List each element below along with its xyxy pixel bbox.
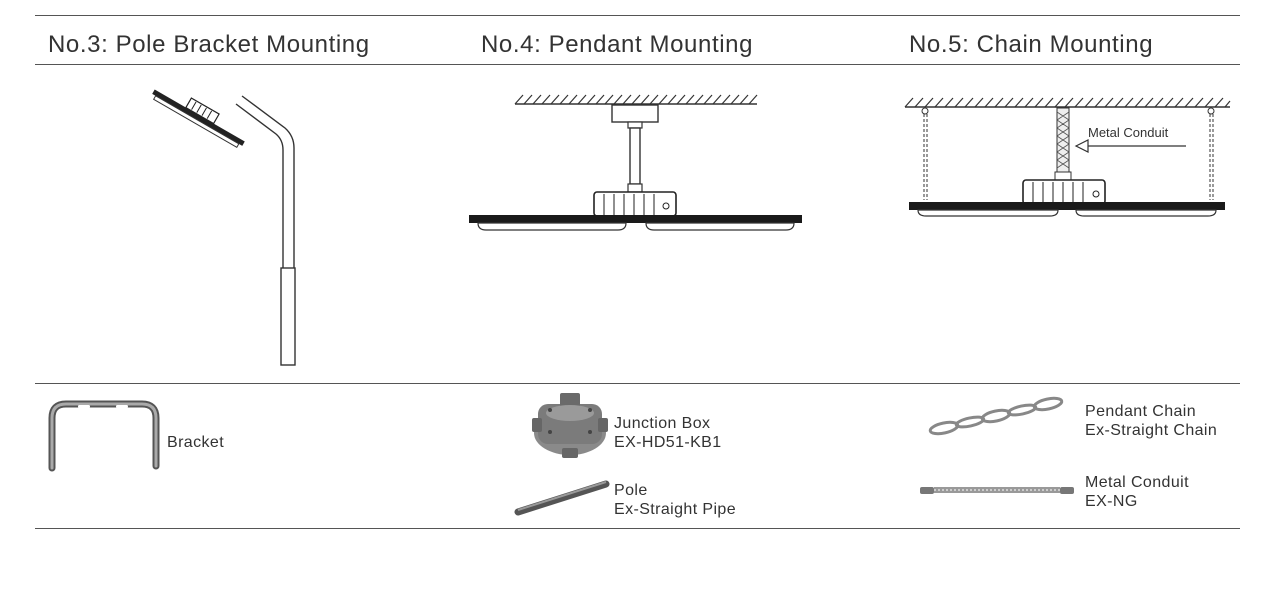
metal-conduit-name: Metal Conduit bbox=[1085, 474, 1189, 491]
ceiling-hatch bbox=[514, 94, 758, 105]
bracket-name: Bracket bbox=[167, 434, 225, 451]
top-rule bbox=[35, 15, 1240, 16]
junction-box-code: EX-HD51-KB1 bbox=[614, 434, 722, 451]
metal-conduit-label: Metal Conduit EX-NG bbox=[1085, 473, 1189, 511]
pole-label: Pole Ex-Straight Pipe bbox=[614, 481, 736, 519]
pole-code: Ex-Straight Pipe bbox=[614, 501, 737, 518]
chain-title: No.5: Chain Mounting bbox=[909, 31, 1154, 58]
accessories-rule bbox=[35, 383, 1240, 384]
ceiling-hatch bbox=[904, 97, 1231, 108]
pendant-chain-label: Pendant Chain Ex-Straight Chain bbox=[1085, 402, 1217, 440]
metal-conduit-callout: Metal Conduit bbox=[1088, 125, 1169, 140]
pole-name: Pole bbox=[614, 482, 648, 499]
pole-bracket-title: No.3: Pole Bracket Mounting bbox=[48, 31, 370, 58]
bottom-rule bbox=[35, 528, 1240, 529]
pendant-chain-name: Pendant Chain bbox=[1085, 403, 1197, 420]
junction-box-label: Junction Box EX-HD51-KB1 bbox=[614, 414, 722, 452]
bracket-label: Bracket bbox=[167, 433, 224, 452]
pendant-title: No.4: Pendant Mounting bbox=[481, 31, 754, 58]
metal-conduit-code: EX-NG bbox=[1085, 493, 1138, 510]
header-rule bbox=[35, 64, 1240, 65]
junction-box-name: Junction Box bbox=[614, 415, 711, 432]
pendant-chain-code: Ex-Straight Chain bbox=[1085, 422, 1218, 439]
